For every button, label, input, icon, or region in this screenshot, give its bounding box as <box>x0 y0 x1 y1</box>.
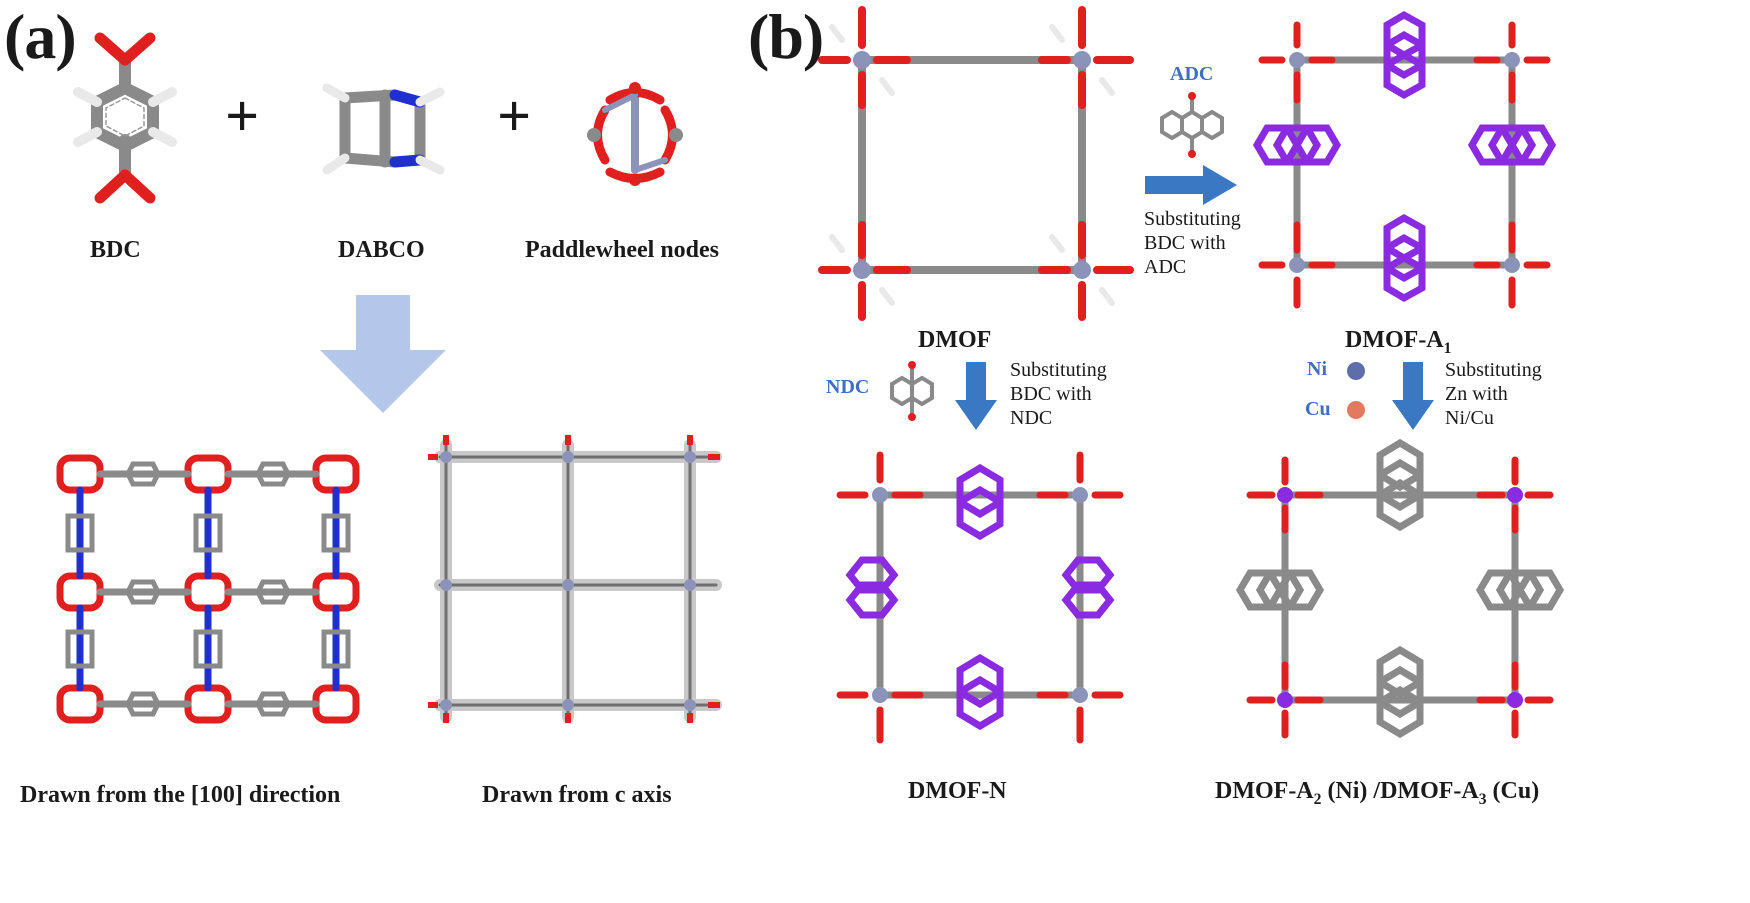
bdc-caption: BDC <box>90 237 141 263</box>
plus-sign-1: + <box>225 83 260 149</box>
ndc-note: Substituting BDC with NDC <box>1010 359 1107 429</box>
framework-c-axis-view <box>428 435 722 723</box>
cu-label: Cu <box>1305 398 1331 420</box>
paddlewheel-caption: Paddlewheel nodes <box>525 237 720 263</box>
cu-atom-icon <box>1347 401 1365 419</box>
dmof-a1-structure <box>1252 10 1557 309</box>
ndc-label: NDC <box>826 376 870 398</box>
panel-a-label: (a) <box>4 1 77 72</box>
dabco-caption: DABCO <box>338 237 425 263</box>
metal-note: Substituting Zn with Ni/Cu <box>1445 359 1542 429</box>
bdc-molecule <box>73 32 177 204</box>
dmof-structure <box>818 6 1134 321</box>
dmof-a1-caption: DMOF-A1 <box>1345 327 1452 357</box>
dabco-molecule <box>322 83 445 175</box>
ni-atom-icon <box>1347 362 1365 380</box>
dmof-n-caption: DMOF-N <box>908 778 1007 804</box>
down-arrow-light <box>320 295 446 413</box>
adc-note: Substituting BDC with ADC <box>1144 208 1241 278</box>
adc-molecule-icon <box>1160 92 1224 158</box>
ndc-down-arrow <box>955 362 997 430</box>
ni-label: Ni <box>1307 358 1327 380</box>
plus-sign-2: + <box>497 83 532 149</box>
adc-right-arrow <box>1145 165 1237 205</box>
dmof-a2-a3-structure <box>1235 438 1565 739</box>
framework-100-view <box>56 454 360 724</box>
adc-label: ADC <box>1170 63 1214 85</box>
view-c-axis-caption: Drawn from c axis <box>482 782 672 808</box>
metal-down-arrow <box>1392 362 1434 430</box>
paddlewheel-node <box>587 82 683 186</box>
dmof-a2-a3-caption: DMOF-A2 (Ni) /DMOF-A3 (Cu) <box>1215 778 1540 808</box>
ndc-molecule-icon <box>890 361 934 421</box>
dmof-caption: DMOF <box>918 327 992 353</box>
view-100-caption: Drawn from the [100] direction <box>20 782 341 808</box>
panel-b-label: (b) <box>748 1 824 72</box>
dmof-n-structure <box>836 451 1124 744</box>
